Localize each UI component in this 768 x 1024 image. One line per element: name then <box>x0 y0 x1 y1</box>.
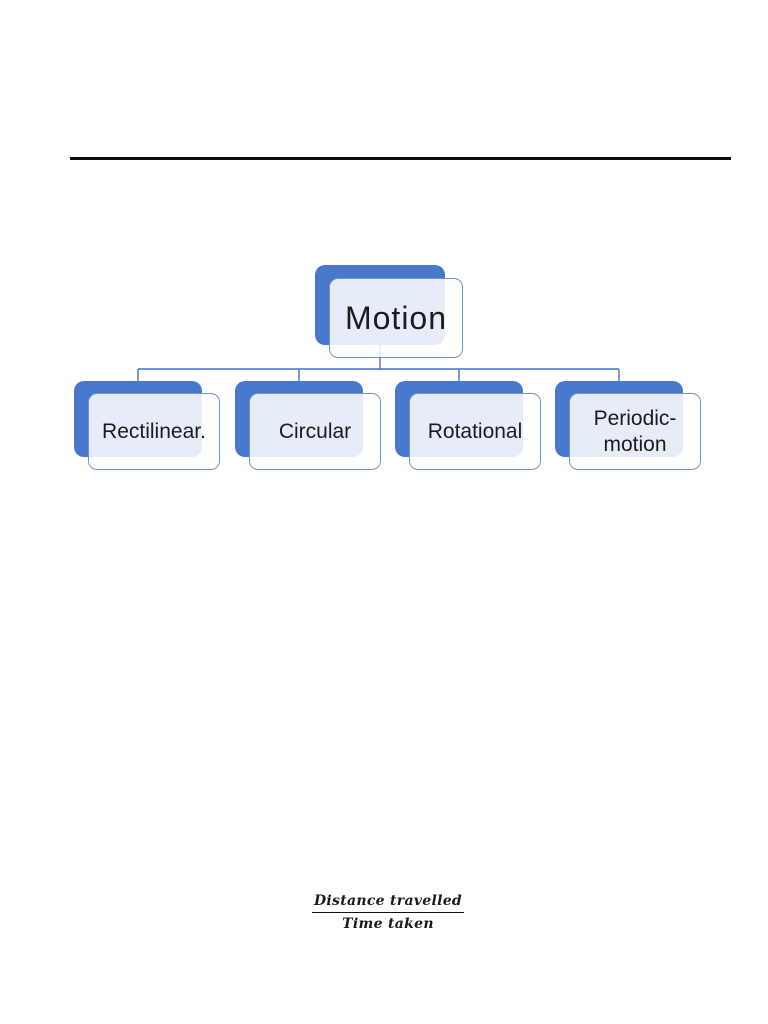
node-label: Rotational <box>427 419 523 443</box>
node-front-shape: Circular <box>249 393 381 470</box>
node-front-shape: Rectilinear. <box>88 393 220 470</box>
node-label: Rectilinear. <box>102 419 206 443</box>
node-front-shape: Motion <box>329 278 463 358</box>
node-front-shape: Periodic-motion <box>569 393 701 470</box>
formula-numerator: Distance travelled <box>311 893 465 913</box>
node-label: Periodic-motion <box>593 406 677 456</box>
speed-formula: Distance travelled Time taken <box>311 893 465 932</box>
formula-denominator: Time taken <box>342 916 434 932</box>
node-label: Motion <box>344 299 448 336</box>
node-label: Circular <box>278 419 352 443</box>
node-front-shape: Rotational <box>409 393 541 470</box>
header-rule <box>70 157 731 160</box>
